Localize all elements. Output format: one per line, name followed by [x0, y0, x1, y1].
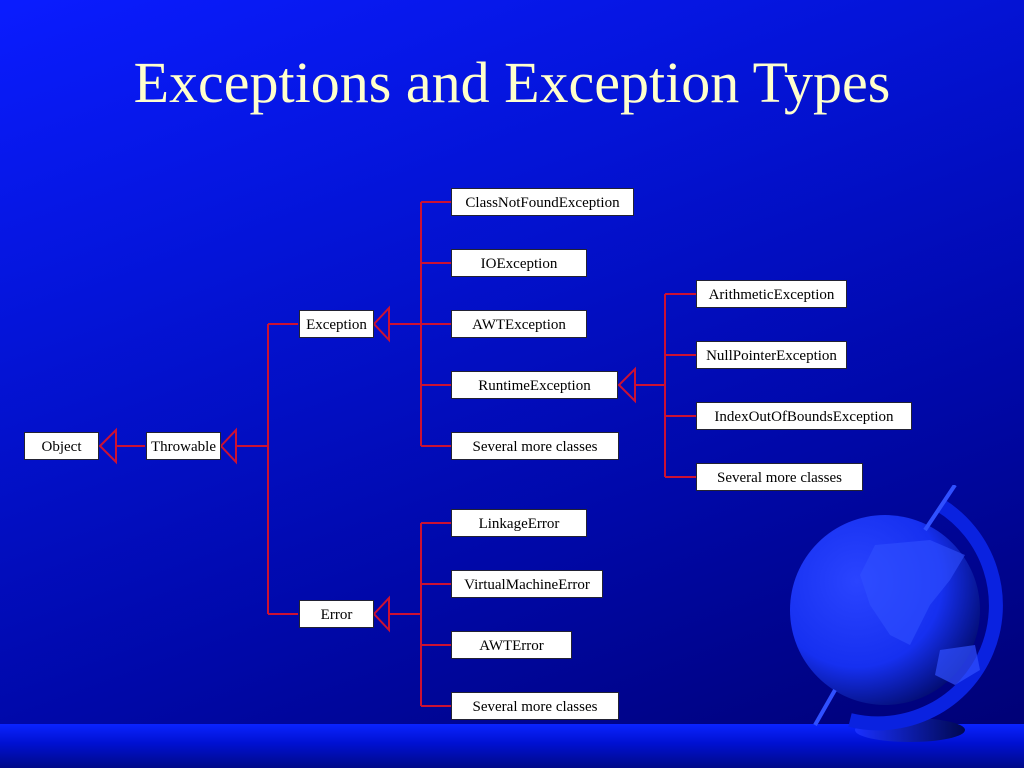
node-awt-exception: AWTException: [451, 310, 587, 338]
footer-bar: [0, 724, 1024, 768]
node-null-pointer-exception: NullPointerException: [696, 341, 847, 369]
node-error: Error: [299, 600, 374, 628]
node-exception-more-classes: Several more classes: [451, 432, 619, 460]
inheritance-arrow-icon: [372, 305, 390, 343]
node-virtual-machine-error: VirtualMachineError: [451, 570, 603, 598]
slide-title: Exceptions and Exception Types: [133, 50, 891, 115]
inheritance-arrow-icon: [372, 595, 390, 633]
node-error-more-classes: Several more classes: [451, 692, 619, 720]
node-exception: Exception: [299, 310, 374, 338]
node-awt-error: AWTError: [451, 631, 572, 659]
inheritance-arrow-icon: [219, 427, 237, 465]
node-io-exception: IOException: [451, 249, 587, 277]
inheritance-arrow-icon: [98, 427, 117, 465]
node-class-not-found-exception: ClassNotFoundException: [451, 188, 634, 216]
inheritance-arrow-icon: [617, 366, 636, 404]
node-linkage-error: LinkageError: [451, 509, 587, 537]
node-object: Object: [24, 432, 99, 460]
globe-icon: [790, 485, 1003, 742]
node-index-out-of-bounds-exception: IndexOutOfBoundsException: [696, 402, 912, 430]
node-arithmetic-exception: ArithmeticException: [696, 280, 847, 308]
node-throwable: Throwable: [146, 432, 221, 460]
node-runtime-more-classes: Several more classes: [696, 463, 863, 491]
node-runtime-exception: RuntimeException: [451, 371, 618, 399]
